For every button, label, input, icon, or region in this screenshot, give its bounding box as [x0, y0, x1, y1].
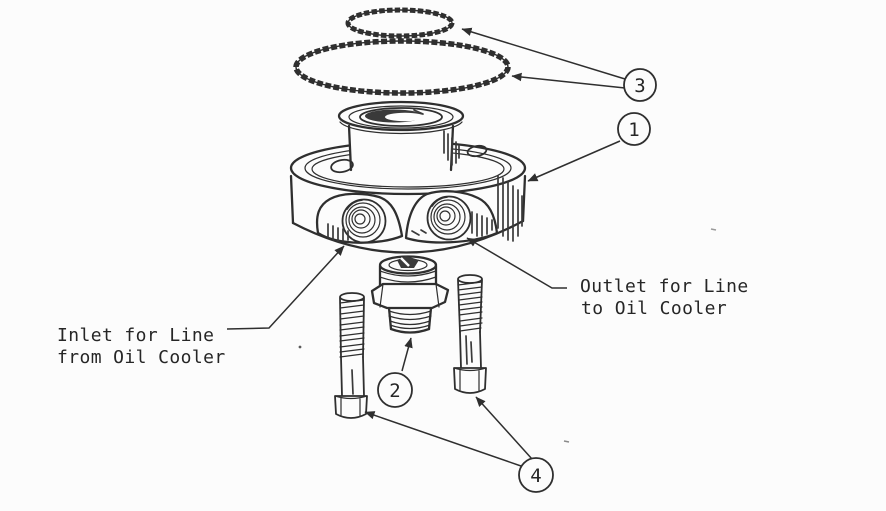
pipe-fitting-drawing: [370, 255, 450, 334]
leader-callout2-fitting: [401, 337, 413, 372]
neck-rim-inner: [348, 105, 454, 129]
bolt-right-top: [457, 274, 483, 284]
flange-right-side: [521, 174, 527, 223]
bolt-right-shank: [459, 331, 482, 369]
leader-callout4-left-bolt: [364, 411, 522, 467]
inlet-label-line1: Inlet for Line: [57, 325, 214, 346]
callout-1-circle: [617, 112, 651, 146]
callout-2-number: 2: [389, 380, 400, 402]
threaded-port-left: [341, 198, 387, 244]
fitting-hex-facets: [379, 283, 440, 308]
scan-specks: [298, 228, 717, 443]
bolt-left-shank: [340, 356, 365, 397]
bolt-left-drawing: [334, 292, 368, 419]
leader-callout1-body: [527, 140, 621, 182]
port-boss-right: [404, 190, 499, 244]
leader-outlet-port: [466, 237, 567, 289]
bolt-right-thread-ribs: [457, 281, 483, 332]
bolt-left-head-detail: [334, 395, 368, 417]
bolt-right-head-detail: [453, 367, 487, 392]
outlet-label-line1: Outlet for Line: [580, 276, 749, 297]
callout-1: 1: [617, 112, 651, 146]
callout-1-number: 1: [628, 119, 639, 141]
leader-inlet-port: [226, 245, 345, 330]
fitting-thread-bottom: [389, 327, 431, 334]
callout-2-circle: [377, 372, 413, 408]
bolt-right-shank-shade: [465, 335, 473, 365]
leader-callout3-small-ring: [461, 27, 626, 80]
callout-4-circle: [518, 457, 554, 493]
leader-callout4-right-bolt: [475, 396, 533, 460]
bolt-left-top: [339, 292, 365, 302]
bolt-right-head: [453, 367, 487, 394]
bolt-right-drawing: [453, 274, 487, 394]
callout-3: 3: [623, 68, 657, 102]
callout-4: 4: [518, 457, 554, 493]
outlet-label-line2: to Oil Cooler: [581, 298, 727, 319]
callout-3-circle: [623, 68, 657, 102]
adapter-body-drawing: [289, 100, 527, 254]
callout-3-number: 3: [634, 75, 645, 97]
neck-rim-bottom: [339, 121, 463, 135]
flange-left-side: [289, 174, 295, 225]
leader-callout3-large-ring: [511, 72, 626, 89]
fitting-collar-sides: [378, 264, 438, 287]
bore-notch: [413, 109, 424, 115]
body-shading-hatch: [327, 130, 523, 242]
fitting-thread-sides: [387, 306, 433, 331]
bolt-left-thread-ribs: [339, 299, 365, 358]
callout-2: 2: [377, 372, 413, 408]
bore-highlight: [385, 112, 425, 122]
fitting-collar-ribs: [379, 270, 437, 283]
leader-lines: [226, 27, 626, 467]
fitting-hex-flange: [370, 282, 450, 310]
flange-hole-right: [466, 144, 488, 158]
o-ring-large-drawing: [293, 38, 511, 96]
bolt-left-head: [334, 395, 368, 419]
o-ring-small-drawing: [345, 7, 455, 39]
flange-hole-left: [330, 158, 354, 174]
outlet-label: Outlet for Line to Oil Cooler: [580, 276, 749, 319]
neck-fill: [349, 122, 453, 170]
fitting-drive-slot: [400, 257, 410, 267]
callout-4-number: 4: [530, 465, 541, 487]
bolt-left-shank-shade: [351, 369, 354, 395]
neck-bore: [359, 107, 443, 127]
inlet-label: Inlet for Line from Oil Cooler: [57, 325, 226, 368]
threaded-port-right: [426, 195, 472, 241]
inlet-label-line2: from Oil Cooler: [57, 347, 226, 368]
fitting-thread-ribs: [388, 310, 432, 330]
